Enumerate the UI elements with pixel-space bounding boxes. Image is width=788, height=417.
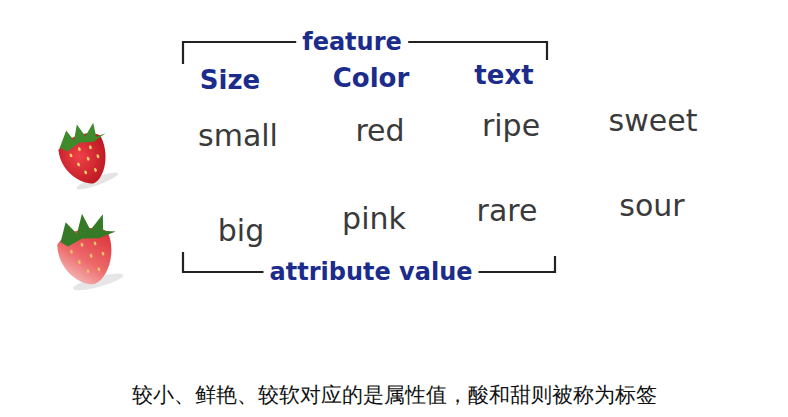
bracket-label: attribute value (263, 259, 478, 285)
table-cell: big (218, 214, 264, 247)
strawberry-red (51, 116, 121, 194)
bracket (183, 42, 555, 272)
caption: 较小、鲜艳、较软对应的是属性值，酸和甜则被称为标签 (0, 383, 788, 408)
table-cell: small (198, 119, 278, 152)
table-cell: text (474, 61, 533, 90)
table-cell: pink (342, 202, 406, 235)
strawberry-pink (50, 206, 128, 294)
table-cell: rare (477, 194, 538, 227)
table-cell: Size (200, 66, 260, 95)
table-cell: Color (333, 64, 410, 93)
bracket-label: feature (296, 29, 408, 55)
table-cell: ripe (482, 109, 540, 142)
table-cell: sweet (609, 104, 698, 137)
table-cell: red (355, 114, 404, 147)
table-cell: sour (619, 189, 684, 222)
